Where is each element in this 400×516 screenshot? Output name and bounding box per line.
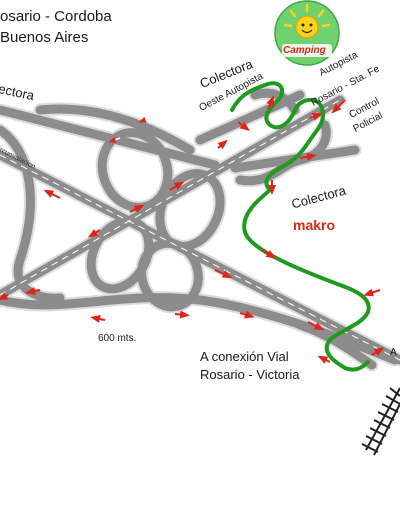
camping-logo <box>274 0 340 66</box>
label-right-edge: A <box>390 347 397 358</box>
label-rosario-cordoba: osario - Cordoba <box>0 8 112 25</box>
label-buenos-aires: Buenos Aires <box>0 29 89 46</box>
sun-icon <box>283 3 331 39</box>
recommended-route <box>230 81 371 372</box>
roads <box>0 86 400 372</box>
label-distance: 600 mts. <box>98 333 137 344</box>
direction-arrows <box>0 95 385 364</box>
label-makro: makro <box>293 217 336 233</box>
railway-track <box>361 387 400 456</box>
label-conexion-line2: Rosario - Victoria <box>200 367 300 382</box>
camping-text: Camping <box>283 45 326 56</box>
label-conexion-line1: A conexión Vial <box>200 349 289 364</box>
